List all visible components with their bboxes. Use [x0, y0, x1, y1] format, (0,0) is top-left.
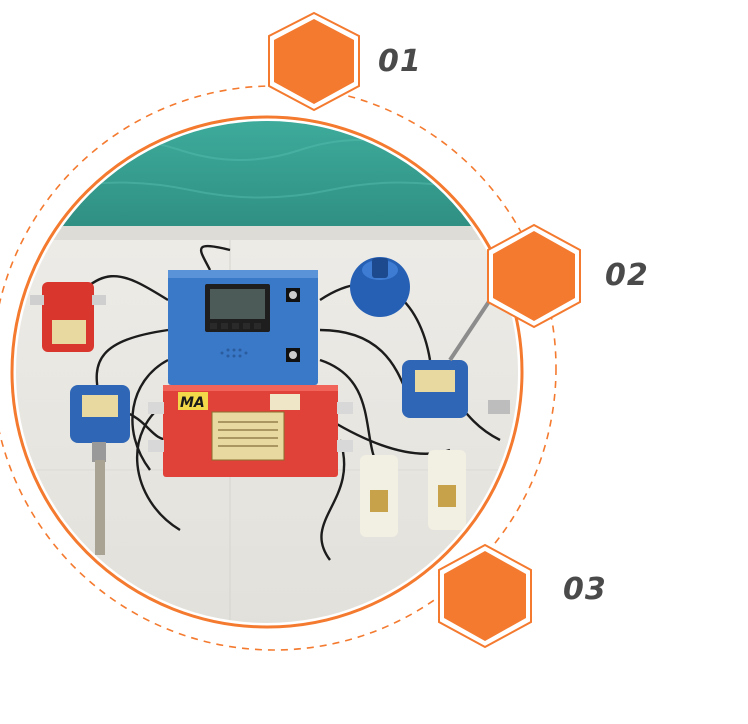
marker-label-01: 01: [378, 44, 422, 79]
marker-label-03: 03: [563, 572, 607, 607]
hexagon-marker-03: [438, 543, 532, 649]
right-junction-box: [402, 298, 510, 418]
hexagon-marker-01: [268, 11, 360, 112]
white-sensors: [360, 450, 466, 537]
ma-mark: MA: [180, 395, 205, 411]
equipment-photo: MA: [16, 121, 518, 623]
blue-control-box: [168, 270, 318, 385]
hexagon-marker-02: [487, 223, 581, 329]
left-junction-box: [70, 385, 130, 555]
dome-sensor: [350, 257, 410, 317]
inner-solid-ring: [10, 115, 524, 629]
marker-label-02: 02: [605, 258, 649, 293]
red-power-box: MA: [148, 385, 353, 477]
red-relay: [30, 282, 106, 352]
